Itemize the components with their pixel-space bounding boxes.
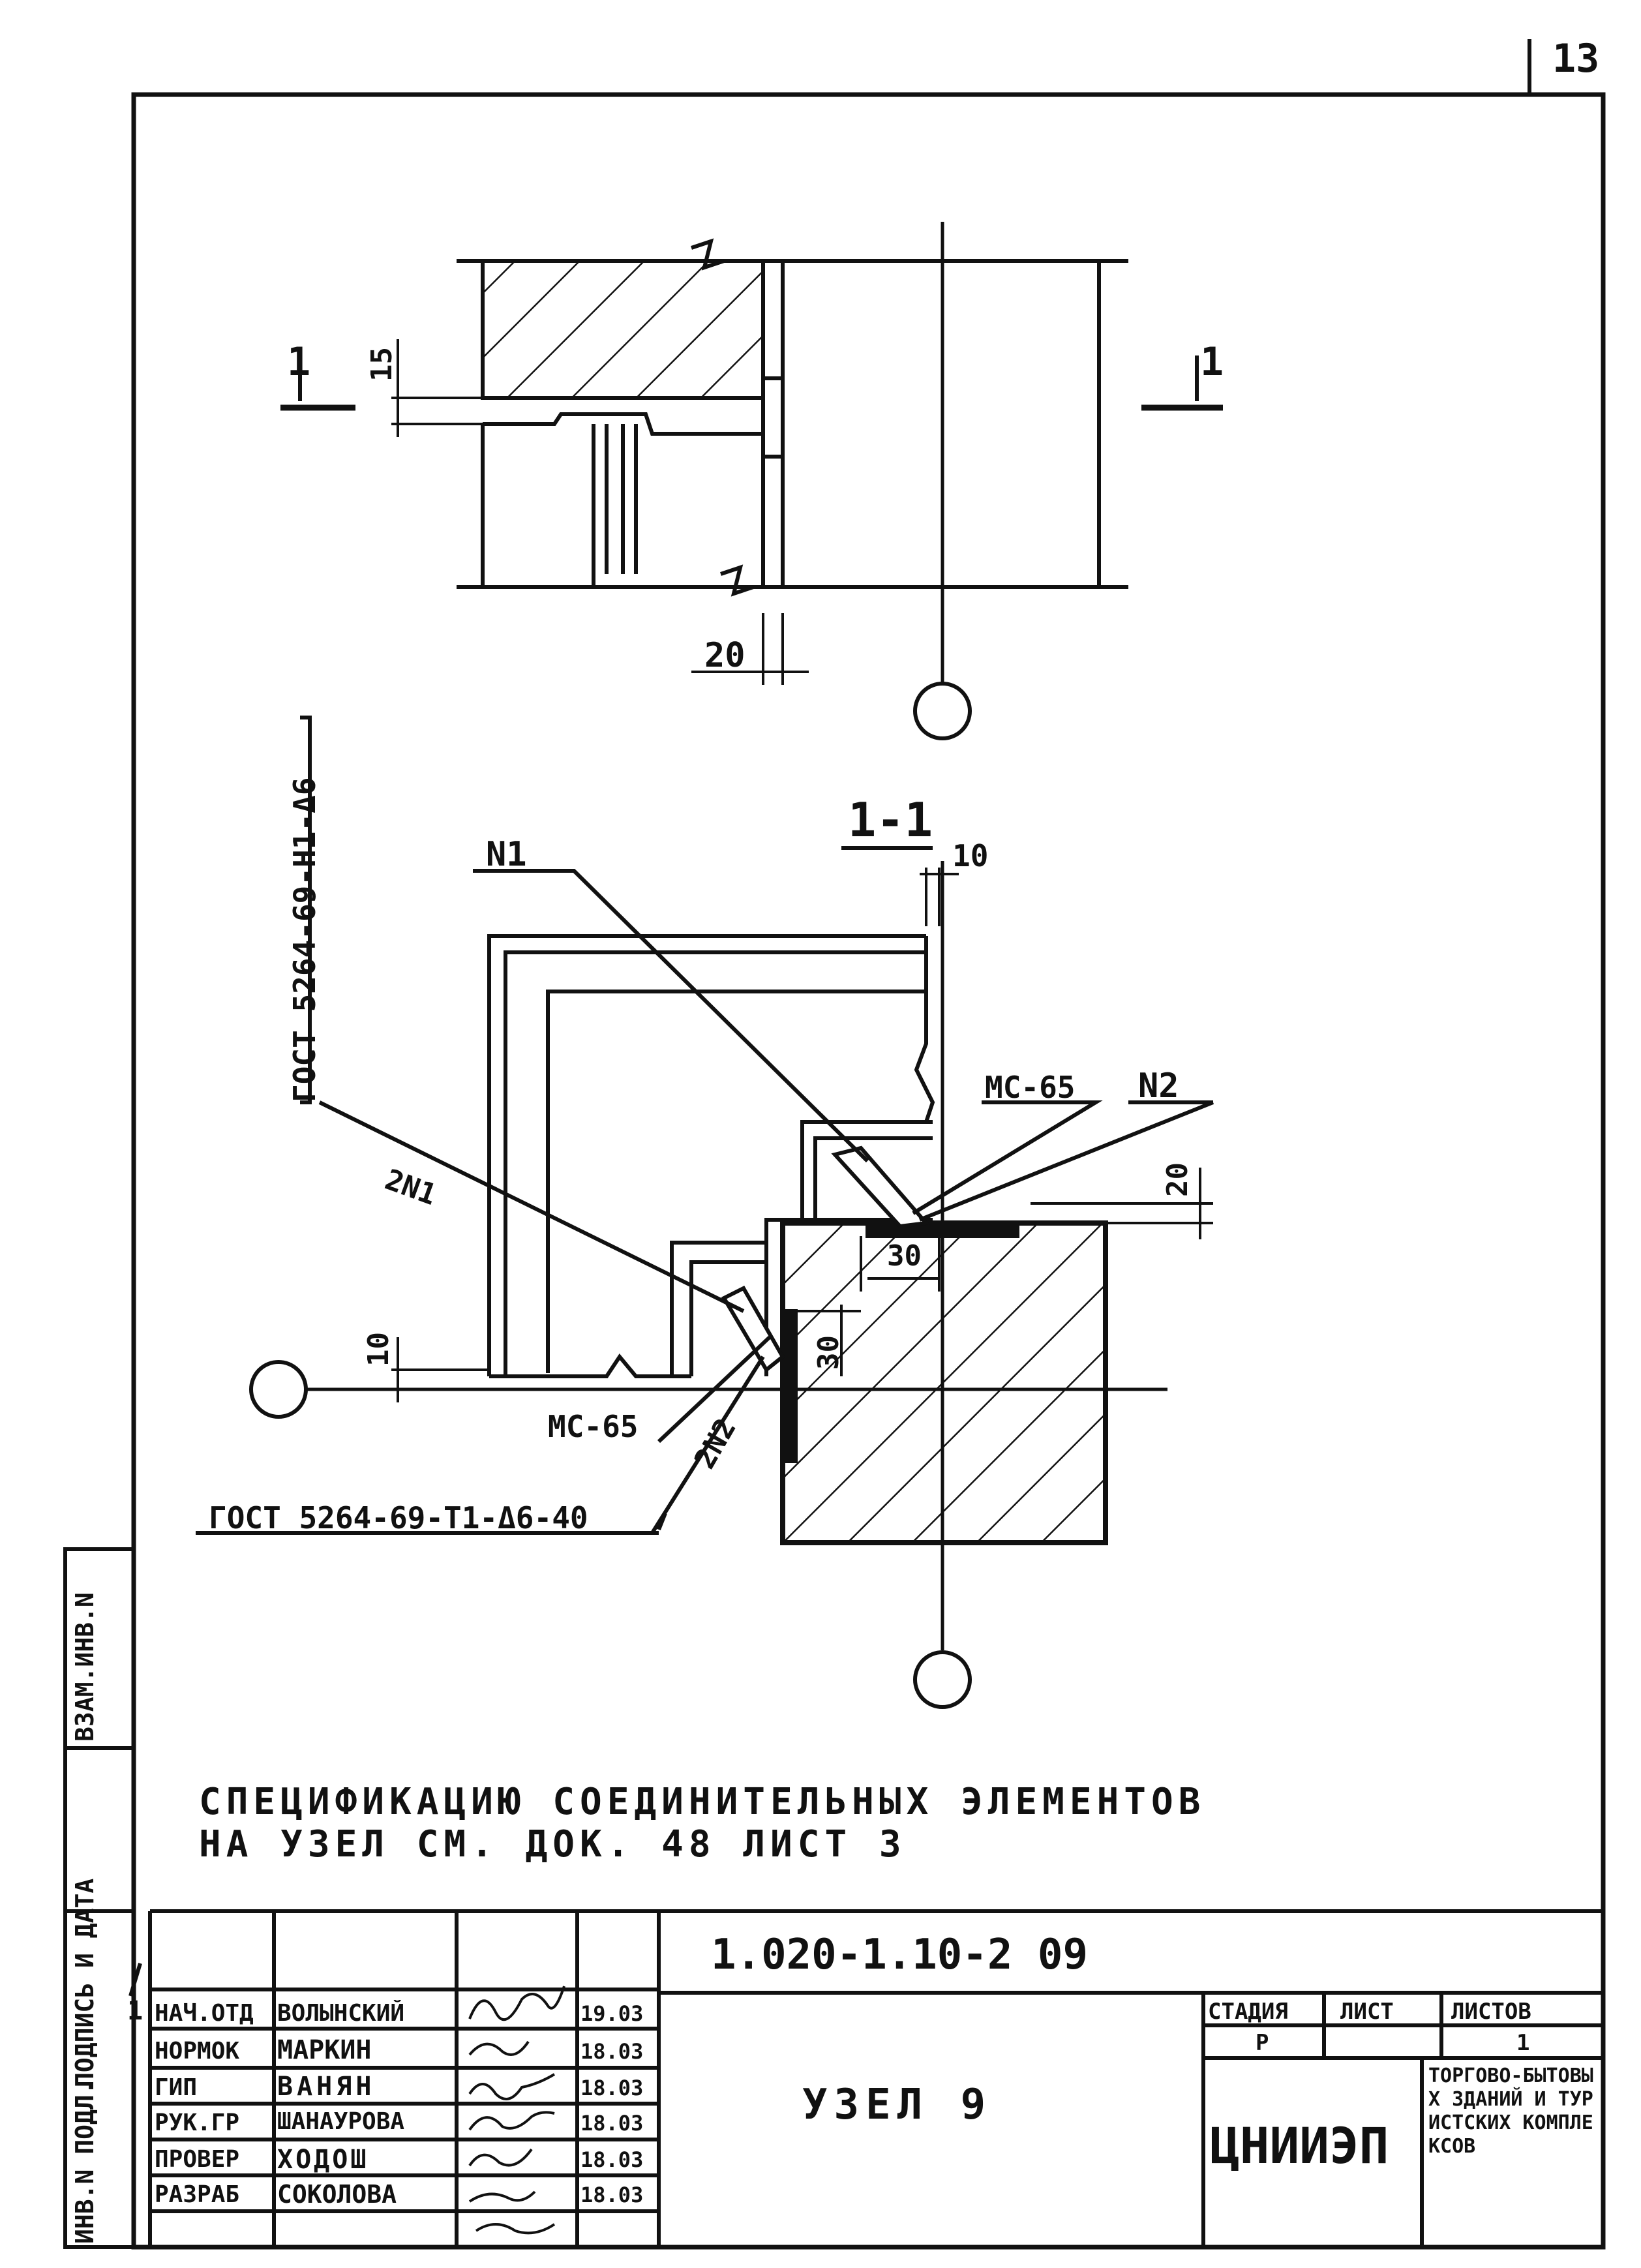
role-cell: РАЗРАБ	[155, 2181, 240, 2208]
label-mc65-top: МС-65	[985, 1070, 1076, 1105]
sheet-title: УЗЕЛ 9	[802, 2081, 993, 2129]
strip-podpis: ПОДПИСЬ И ДАТА	[70, 1878, 99, 2087]
document-code: 1.020-1.10-2 09	[711, 1931, 1088, 1979]
name-cell: МАРКИН	[277, 2035, 372, 2065]
page-number: 13	[1552, 36, 1600, 82]
date-cell: 18.03	[580, 2147, 644, 2172]
name-cell: ВОЛЫНСКИЙ	[277, 2000, 405, 2027]
section-mark-left: 1	[287, 339, 311, 385]
spec-line-1: СПЕЦИФИКАЦИЮ СОЕДИНИТЕЛЬНЫХ ЭЛЕМЕНТОВ	[199, 1781, 1206, 1823]
org-logo: ЦНИИЭП	[1210, 2117, 1389, 2175]
dim-20-top: 20	[704, 636, 745, 675]
section-mark-right: 1	[1200, 339, 1224, 385]
dim-30-vertical: 30	[812, 1335, 845, 1370]
name-cell: ХОДОШ	[277, 2145, 369, 2175]
name-cell: ШАНАУРОВА	[277, 2108, 405, 2135]
role-cell: ПРОВЕР	[155, 2146, 240, 2173]
stage-value: Р	[1256, 2030, 1269, 2056]
date-cell: 18.03	[580, 2039, 644, 2064]
left-strip	[63, 1547, 136, 2249]
plan-detail	[280, 222, 1223, 740]
org-name: ТОРГОВО-БЫТОВЫХ ЗДАНИЙ И ТУРИСТСКИХ КОМП…	[1428, 2064, 1593, 2158]
strip-vzam: ВЗАМ.ИНВ.N	[70, 1592, 99, 1742]
role-cell: РУК.ГР	[155, 2109, 240, 2136]
dim-10-left: 10	[362, 1332, 395, 1367]
dim-30-horizontal: 30	[887, 1239, 922, 1273]
date-cell: 19.03	[580, 2001, 644, 2026]
label-n1: N1	[486, 835, 527, 874]
name-cell: ВАНЯН	[277, 2072, 376, 2102]
label-mc65-bottom: МС-65	[548, 1409, 639, 1444]
stage-header: СТАДИЯ	[1208, 1999, 1288, 2025]
date-cell: 18.03	[580, 2111, 644, 2136]
dim-15: 15	[365, 347, 399, 382]
role-cell: ГИП	[155, 2074, 198, 2101]
signatures-handwritten	[468, 1986, 565, 2235]
label-gost-vertical: ГОСТ 5264-69-Н1-Δ6	[287, 777, 322, 1103]
date-cell: 18.03	[580, 2183, 644, 2207]
label-gost-bottom: ГОСТ 5264-69-Т1-Δ6-40	[209, 1500, 588, 1535]
section-detail	[196, 716, 1214, 1709]
label-n2: N2	[1138, 1066, 1179, 1106]
sheets-value: 1	[1516, 2030, 1530, 2056]
role-cell: НОРМОК	[155, 2038, 240, 2064]
drawing-frame	[131, 92, 1606, 2250]
sheets-header: ЛИСТОВ	[1451, 1999, 1531, 2025]
date-cell: 18.03	[580, 2076, 644, 2100]
spec-line-2: НА УЗЕЛ СМ. ДОК. 48 ЛИСТ 3	[199, 1823, 907, 1866]
name-cell: СОКОЛОВА	[277, 2180, 397, 2209]
row-marker: 1	[127, 1996, 143, 2026]
title-block-grid	[128, 1909, 1603, 2247]
role-cell: НАЧ.ОТД	[155, 2000, 254, 2027]
sheet-header: ЛИСТ	[1340, 1999, 1394, 2025]
strip-inv-podl: ИНВ.N ПОДЛ.	[70, 2079, 99, 2244]
section-title: 1-1	[848, 793, 933, 847]
dim-20-section: 20	[1161, 1162, 1194, 1197]
dim-10-top: 10	[952, 838, 989, 873]
